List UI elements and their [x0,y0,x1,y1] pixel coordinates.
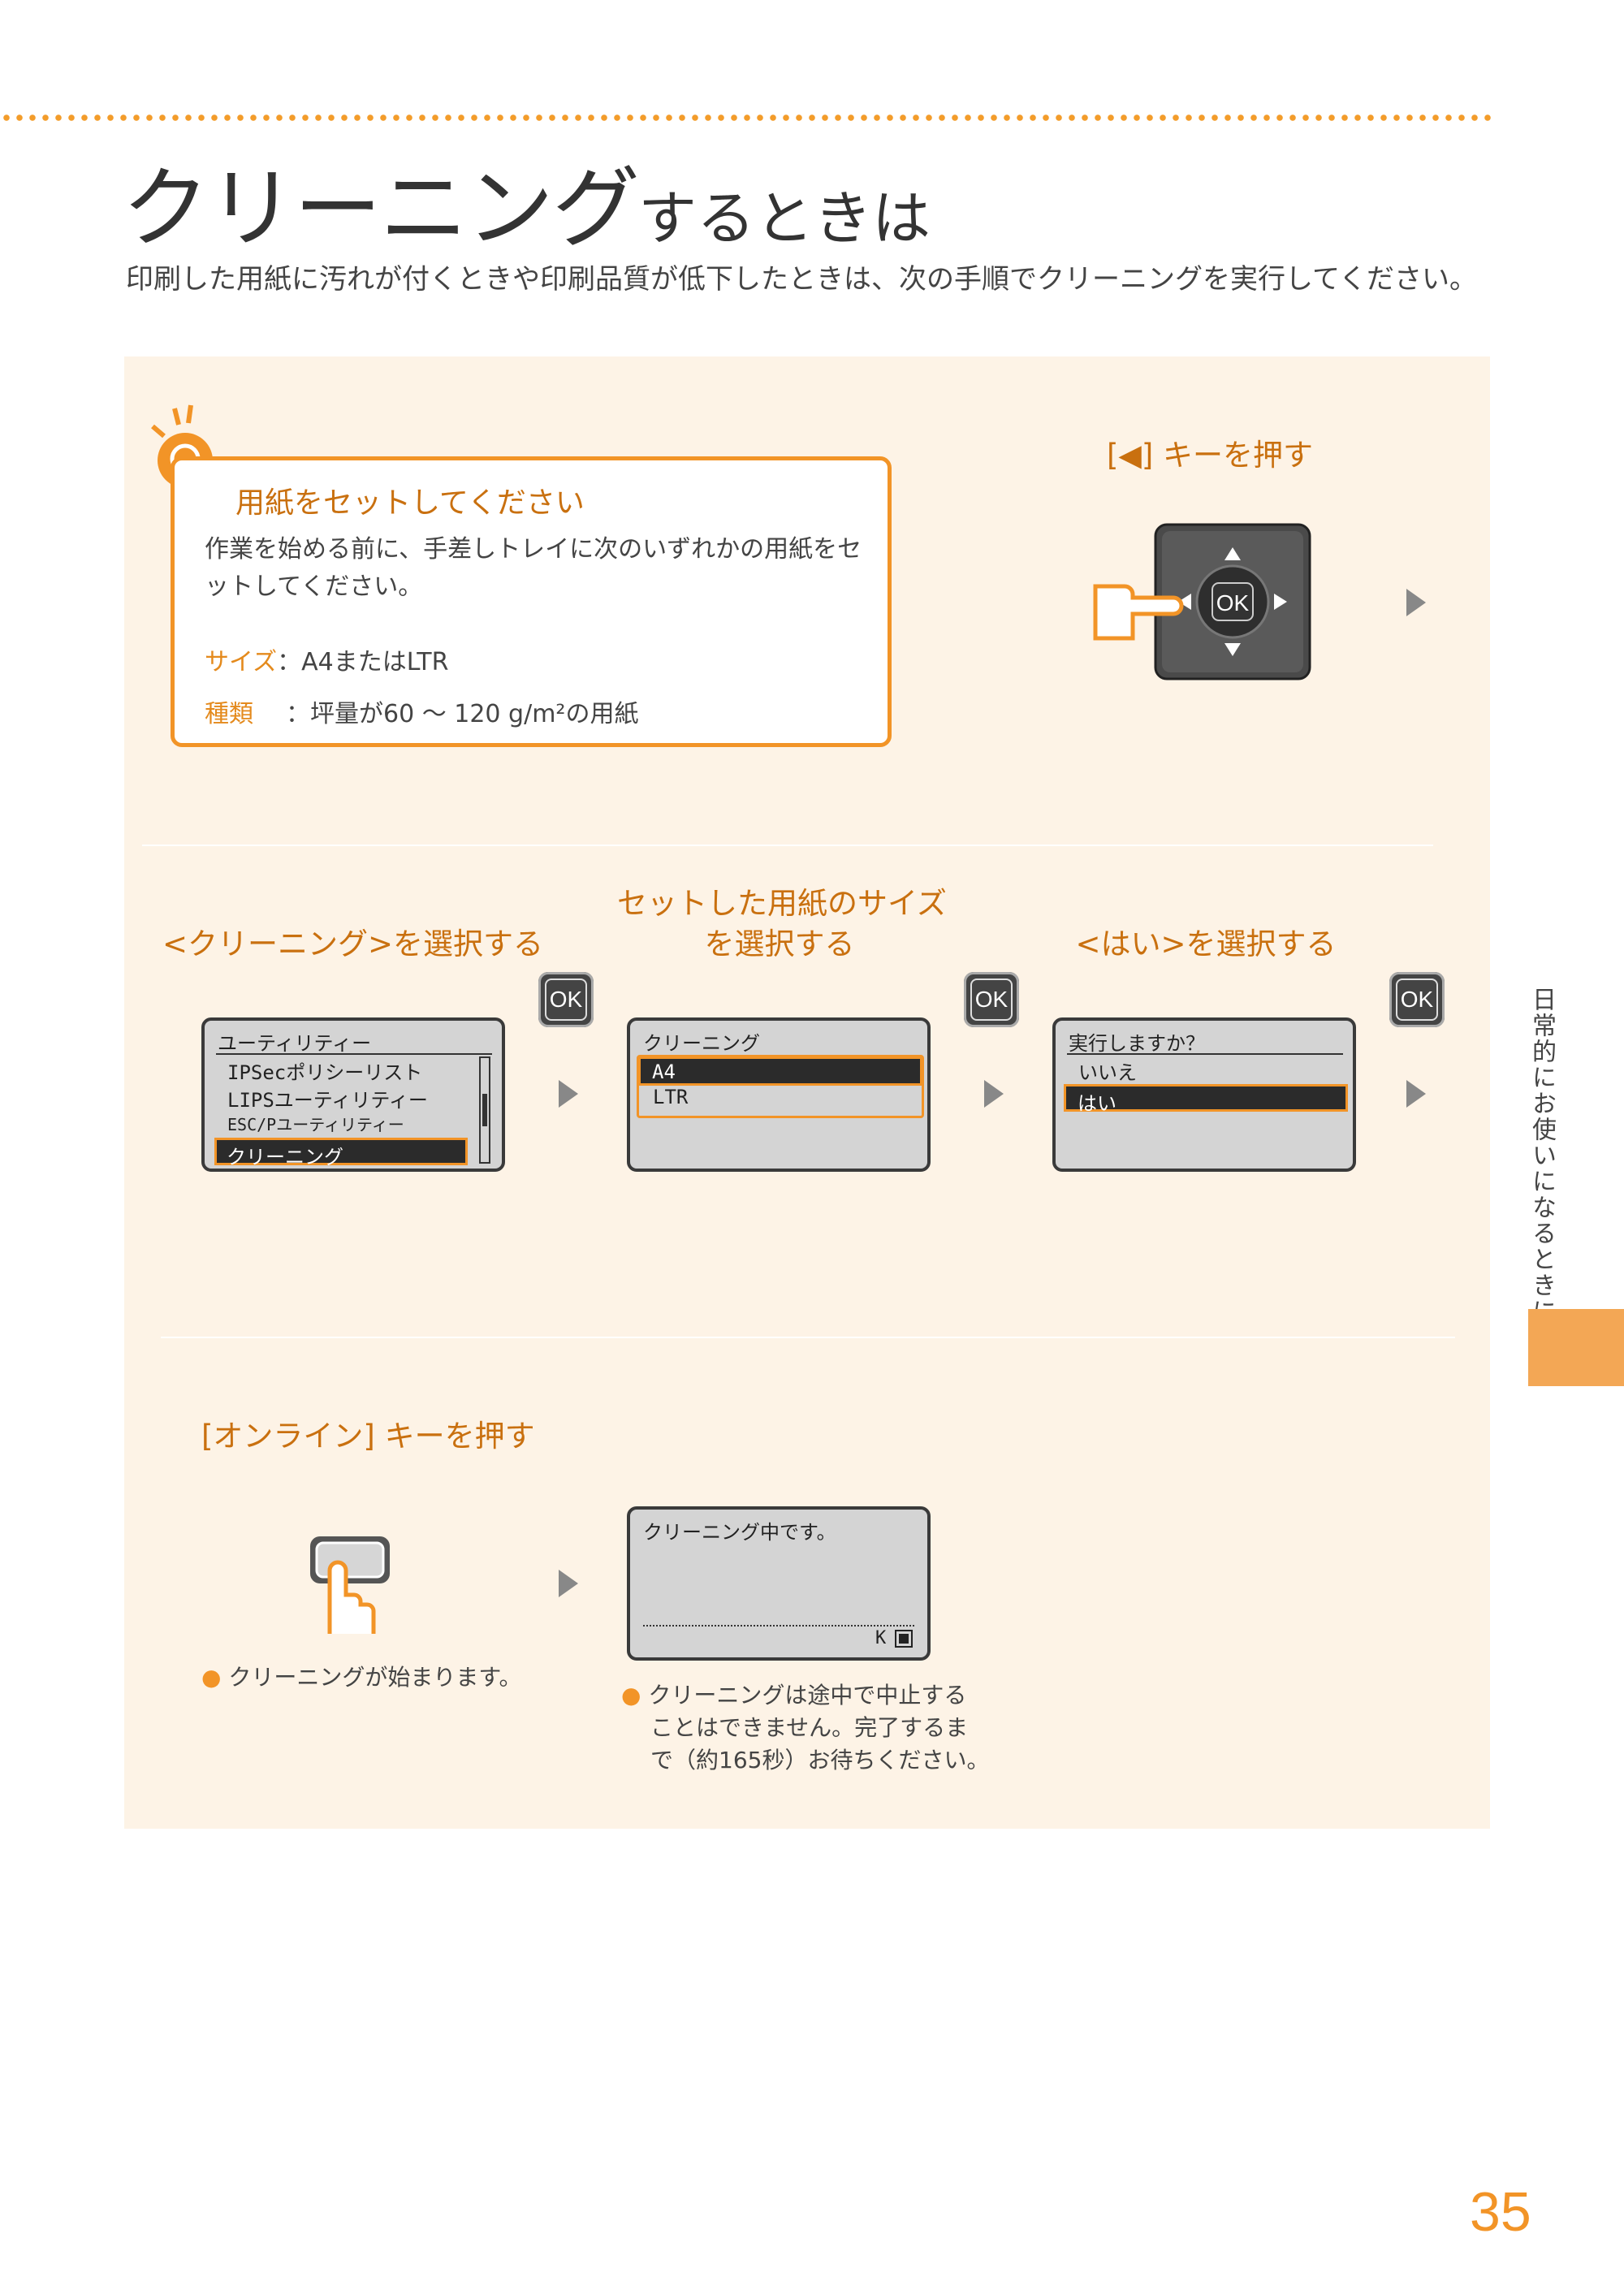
control-pad-image: OK [1092,520,1311,682]
note-line: で（約165秒）お待ちください。 [650,1747,990,1773]
step-select-size-title-2: を選択する [704,927,855,961]
lcd-header: クリーニング [643,1032,760,1055]
bullet-icon: ● [201,1664,222,1691]
next-arrow-3 [984,1080,1004,1108]
lcd-dotted-line [643,1625,914,1627]
lcd-status-text: クリーニング中です。 [643,1521,836,1544]
tip-type-row: 種類 ：坪量が60 〜 120 g/m²の用紙 [205,693,638,729]
bullet-icon: ● [621,1682,641,1709]
lcd-selected-item: クリーニング [214,1138,468,1169]
lcd-item: IPSecポリシーリスト [227,1061,423,1084]
step-select-cleaning-title: <クリーニング>を選択する [162,927,544,961]
divider-2 [161,1337,1455,1338]
lcd-item: LTR [653,1086,689,1108]
lcd-header-rule [1067,1053,1343,1055]
step-left-key-title: [◀] キーを押す [1106,438,1314,473]
tip-size-value: ：A4またはLTR [277,648,449,676]
lcd-confirm: 実行しますか？ いいえ はい [1052,1017,1356,1172]
section-index-label: 日常的にお使いになるときに [1527,987,1556,1324]
lcd-selected-item: はい [1064,1084,1348,1115]
online-key-image [307,1533,396,1639]
next-arrow-2 [559,1080,578,1108]
step-select-yes-title: <はい>を選択する [1075,927,1337,961]
ok-label: OK [970,979,1013,1021]
tip-size-key: サイズ [205,648,278,676]
tip-type-value: ：坪量が60 〜 120 g/m²の用紙 [286,700,639,728]
intro-text: 印刷した用紙に汚れが付くときや印刷品質が低下したときは、次の手順でクリーニングを… [126,263,1477,296]
step-online-key-title: [オンライン] キーを押す [201,1419,535,1454]
page-title: クリーニングするときは [122,138,931,265]
lcd-item: LIPSユーティリティー [227,1089,428,1112]
lcd-selected-label: A4 [652,1061,676,1083]
tip-type-key: 種類 [205,700,253,728]
ok-button-1[interactable]: OK [538,972,594,1027]
note-cleaning-starts-text: クリーニングが始まります。 [228,1664,522,1691]
lcd-selected-label: クリーニング [227,1146,343,1169]
title-sub: するときは [638,184,931,253]
lcd-toner-label: K [875,1628,887,1648]
next-arrow-5 [559,1570,578,1597]
lcd-selected-item: A4 [638,1056,922,1086]
lcd-paper-size: クリーニング A4 LTR [627,1017,931,1172]
tip-heading: 用紙をセットしてください [235,486,585,520]
title-main: クリーニング [122,158,640,260]
dotted-rule [0,114,1496,121]
lcd-item: いいえ [1078,1061,1137,1084]
tip-body: 作業を始める前に、手差しトレイに次のいずれかの用紙をセットしてください。 [205,535,862,601]
lcd-header: ユーティリティー [218,1032,372,1055]
next-arrow-4 [1406,1080,1426,1108]
page-number: 35 [1470,2181,1531,2243]
next-arrow-1 [1406,589,1426,616]
ok-button-3[interactable]: OK [1389,972,1445,1027]
tip-box [171,456,892,747]
lcd-cleaning-progress: クリーニング中です。 K [627,1506,931,1661]
note-line: ことはできません。完了するま [650,1714,969,1741]
tip-size-row: サイズ：A4またはLTR [205,642,448,677]
lcd-utility-menu: ユーティリティー IPSecポリシーリスト LIPSユーティリティー ESC/P… [201,1017,505,1172]
step-select-size-title-1: セットした用紙のサイズ [617,886,947,921]
ok-button-2[interactable]: OK [964,972,1019,1027]
note-line: クリーニングは途中で中止する [648,1682,967,1709]
lcd-header-rule [216,1053,492,1055]
section-index-tab [1528,1309,1624,1386]
ok-label: OK [545,979,587,1021]
note-cannot-stop: ● クリーニングは途中で中止する ことはできません。完了するま で（約165秒）… [621,1679,990,1777]
lcd-header: 実行しますか？ [1069,1032,1205,1055]
lcd-selection-outline [637,1055,924,1118]
ok-label: OK [1396,979,1438,1021]
toner-level-icon [895,1630,913,1648]
lcd-selected-label: はい [1078,1092,1116,1115]
lcd-scrollbar [479,1056,490,1164]
lcd-item: ESC/Pユーティリティー [227,1115,404,1134]
divider-1 [142,845,1433,846]
note-cleaning-starts: ● クリーニングが始まります。 [201,1661,522,1694]
svg-text:OK: OK [1216,590,1250,616]
